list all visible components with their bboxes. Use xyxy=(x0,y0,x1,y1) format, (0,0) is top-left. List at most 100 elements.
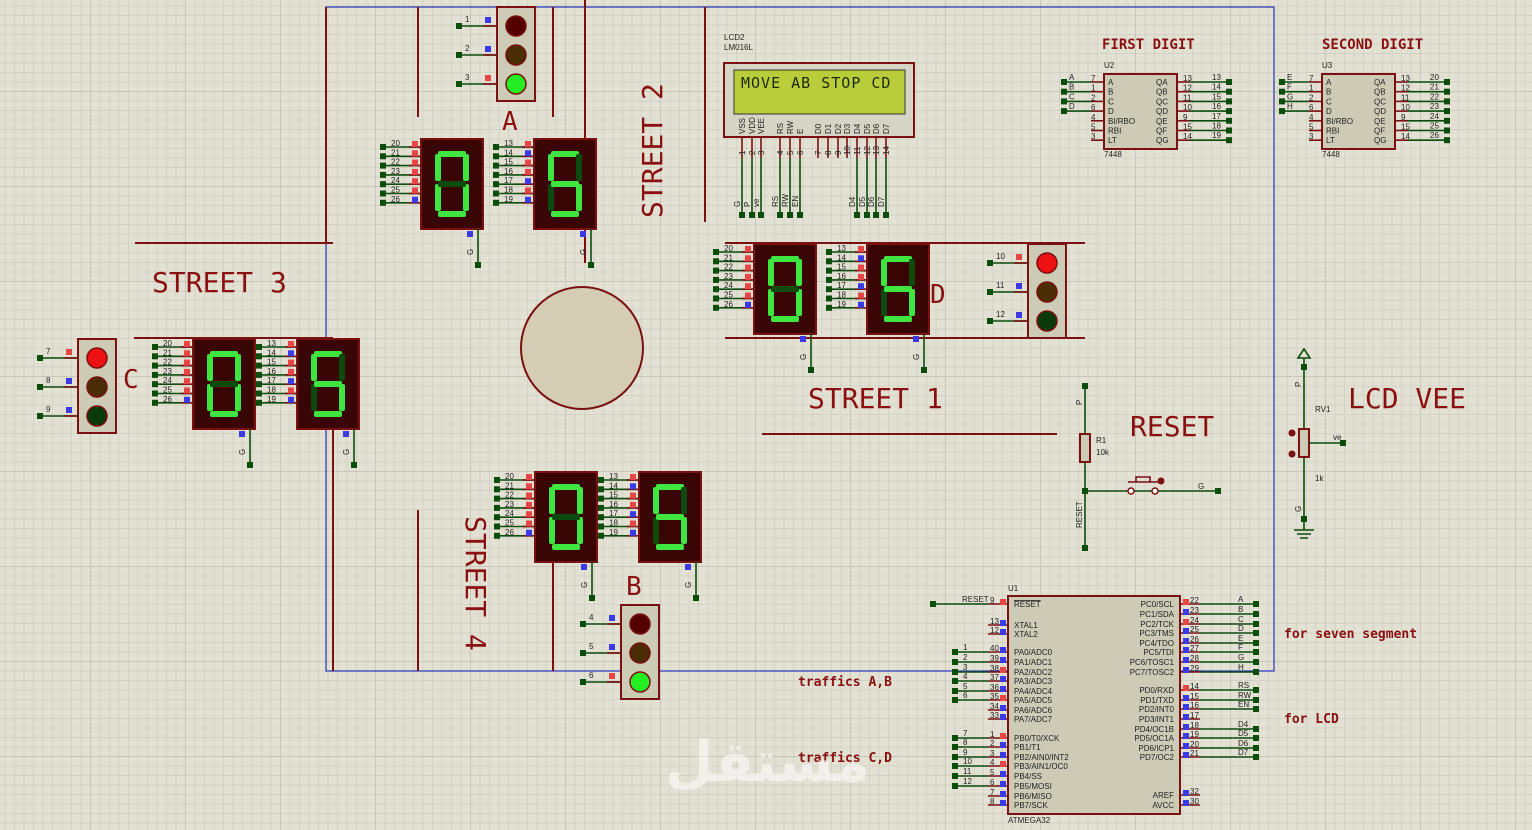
wire-junction xyxy=(380,171,386,178)
lcd-pin-label: VSS xyxy=(738,118,747,134)
mcu-pin-name: PA0/ADC0 xyxy=(1014,648,1053,657)
pin-state-marker xyxy=(630,492,636,499)
wire-junction xyxy=(598,504,604,511)
common-net: G xyxy=(799,354,808,360)
street-1-label: STREET 1 xyxy=(808,382,943,415)
pin-state-marker xyxy=(288,350,294,357)
wire-junction xyxy=(1253,669,1259,675)
segment-e xyxy=(653,517,659,544)
lcd-pin-number: 11 xyxy=(853,146,862,155)
mcu-pin-name: PB7/SCK xyxy=(1014,801,1048,810)
pin-state-marker xyxy=(1183,667,1189,673)
switch-contact xyxy=(1151,487,1159,495)
wire-junction xyxy=(952,754,958,760)
decoder-output-net: 15 xyxy=(1212,92,1221,101)
segment-a xyxy=(438,151,466,157)
decoder-input-pin: 3 xyxy=(1091,132,1096,141)
mcu-pin-name: XTAL2 xyxy=(1014,630,1038,639)
decoder-input-pin: 4 xyxy=(1091,113,1096,122)
yellow-lamp xyxy=(1036,281,1058,303)
pin-state-marker xyxy=(745,301,751,308)
mcu-pin-number: 24 xyxy=(1190,616,1199,625)
lcd-pin-label: D0 xyxy=(814,123,823,134)
wire-junction xyxy=(152,353,158,360)
wire-junction xyxy=(713,249,719,255)
lcd-vee-title: LCD VEE xyxy=(1348,382,1466,415)
lcd-net-label: P xyxy=(743,202,752,207)
pin-state-marker xyxy=(526,520,532,527)
mcu-atmega32: U1ATMEGA32RESET9RESETXTAL113XTAL212PA0/A… xyxy=(930,584,1259,825)
decoder-output-name: QE xyxy=(1374,117,1386,126)
decoder-input-name: B xyxy=(1326,88,1331,97)
wire-junction xyxy=(456,81,462,87)
green-lamp xyxy=(1036,310,1058,332)
mcu-pin-name: PC7/TOSC2 xyxy=(1130,668,1175,677)
lcd-pin-num: 3 xyxy=(757,150,766,155)
wire-junction xyxy=(493,181,499,188)
decoder-part: 7448 xyxy=(1322,150,1340,159)
wire-junction xyxy=(1226,108,1232,115)
decoder-title: FIRST DIGIT xyxy=(1102,37,1195,53)
lcd-pin-name: RS xyxy=(776,123,785,134)
decoder-input-name: A xyxy=(1326,78,1332,87)
pin-state-marker xyxy=(1000,647,1006,653)
wire-junction xyxy=(713,295,719,302)
wire-junction xyxy=(494,477,500,483)
segment-pin-number: 23 xyxy=(163,367,172,376)
lcd-net: EN xyxy=(791,196,800,207)
wire-junction xyxy=(152,344,158,350)
wire-junction xyxy=(797,212,803,218)
decoder-input-name: A xyxy=(1108,78,1114,87)
mcu-pin-number: 33 xyxy=(990,711,999,720)
street-4-text: STREET 4 xyxy=(459,516,492,651)
wire-junction xyxy=(1279,88,1285,95)
wire-junction xyxy=(1253,659,1259,665)
segment-d xyxy=(438,211,466,217)
traffic-light-label: B xyxy=(626,572,642,602)
segment-pin-number: 15 xyxy=(267,358,276,367)
decoder-output-net: 22 xyxy=(1430,92,1439,101)
pin-state-marker xyxy=(858,264,864,271)
segment-pin-number: 21 xyxy=(724,253,733,262)
wire-junction xyxy=(930,601,936,607)
red-lamp xyxy=(86,347,108,369)
segment-pin-number: 18 xyxy=(837,291,846,300)
segment-pin-number: 20 xyxy=(163,339,172,348)
wire-junction xyxy=(1301,364,1307,370)
mcu-pin-name: PC0/SCL xyxy=(1141,600,1175,609)
lcd-net: RW xyxy=(781,193,790,207)
roundabout-circle xyxy=(520,286,644,410)
lcd-net-label: D7 xyxy=(877,196,886,207)
wire-junction xyxy=(987,289,993,295)
pin-state-marker xyxy=(745,292,751,299)
net-label: G xyxy=(1294,506,1303,512)
pin-state-marker xyxy=(485,17,491,23)
segment-pin-number: 21 xyxy=(163,348,172,357)
segment-pin-number: 23 xyxy=(391,167,400,176)
lcd-net-label: RW xyxy=(781,193,790,207)
mcu-net-label: 4 xyxy=(963,672,968,681)
mcu-net-label: 2 xyxy=(963,653,968,662)
segment-c xyxy=(463,184,469,211)
decoder-output-pin: 15 xyxy=(1183,123,1192,132)
segment-pin-number: 19 xyxy=(837,300,846,309)
pin-state-marker xyxy=(412,178,418,185)
pin-state-marker xyxy=(412,187,418,194)
wire-junction xyxy=(1253,735,1259,741)
pin-state-marker xyxy=(467,231,473,237)
green-lamp xyxy=(86,405,108,427)
pin-state-marker xyxy=(1183,733,1189,739)
wire-junction xyxy=(952,659,958,665)
wire-junction xyxy=(598,477,604,483)
segment-g xyxy=(771,286,799,292)
wire-junction xyxy=(1444,127,1450,134)
pin-state-marker xyxy=(685,564,691,570)
note-traffics-cd: traffics C,D xyxy=(798,751,892,766)
segment-d xyxy=(552,544,580,550)
pin-state-marker xyxy=(66,349,72,355)
segment-f xyxy=(207,354,213,381)
pin-state-marker xyxy=(1016,254,1022,260)
